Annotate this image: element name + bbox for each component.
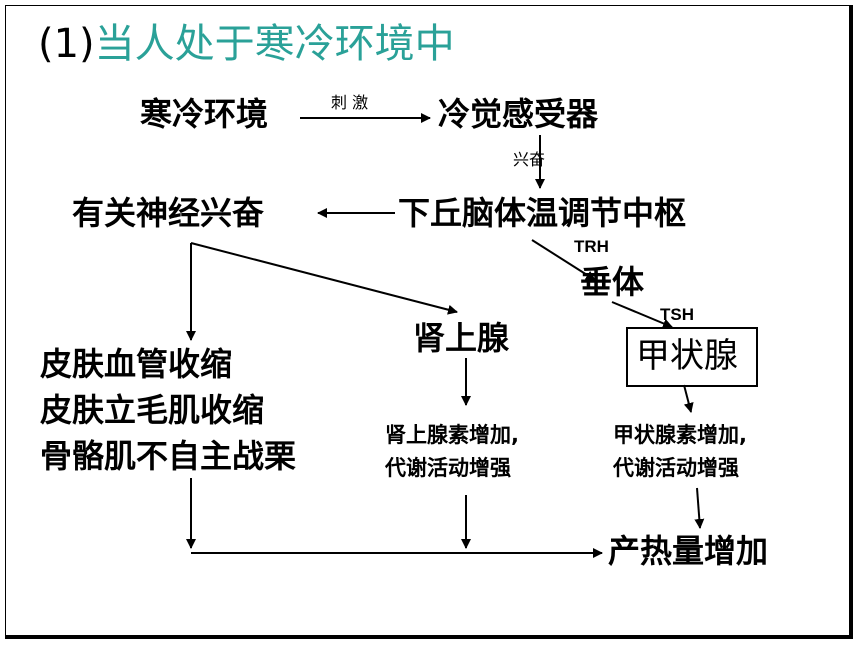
arrow-thyroid-effect-to-heat (694, 487, 705, 529)
thyroid-effect-1: 甲状腺素增加, (613, 423, 747, 447)
label-stimulate: 刺 激 (331, 93, 369, 112)
node-adrenal: 肾上腺 (413, 319, 510, 357)
adrenal-effect-1: 肾上腺素增加, (385, 423, 519, 447)
skin-effect-3: 骨骼肌不自主战栗 (40, 437, 297, 475)
thyroid-effect-2: 代谢活动增强 (613, 456, 739, 480)
label-tsh: TSH (660, 305, 694, 324)
slide-frame (5, 5, 853, 639)
title-number: (1) (38, 21, 95, 67)
skin-effect-1: 皮肤血管收缩 (40, 345, 233, 383)
slide-title: (1)当人处于寒冷环境中 (38, 24, 455, 64)
title-text: 当人处于寒冷环境中 (94, 21, 455, 67)
skin-effect-2: 皮肤立毛肌收缩 (40, 391, 265, 429)
node-thyroid-box: 甲状腺 (626, 327, 758, 387)
label-excite: 兴奋 (513, 150, 546, 169)
arrow-pituitary-to-thyroid (611, 301, 673, 329)
label-trh: TRH (574, 237, 609, 256)
node-nerve-excitation: 有关神经兴奋 (72, 194, 265, 232)
node-thyroid: 甲状腺 (636, 336, 738, 376)
arrow-nerve-to-adrenal (190, 242, 458, 315)
arrow-thyroid-to-effect (683, 384, 694, 413)
node-pituitary: 垂体 (580, 263, 645, 301)
adrenal-effect-2: 代谢活动增强 (385, 456, 511, 480)
arrow-hypothalamus-to-pituitary (531, 239, 596, 281)
node-heat-increase: 产热量增加 (608, 532, 769, 570)
node-cold-environment: 寒冷环境 (140, 95, 269, 133)
node-hypothalamus: 下丘脑体温调节中枢 (398, 194, 687, 232)
node-cold-receptor: 冷觉感受器 (438, 95, 599, 133)
